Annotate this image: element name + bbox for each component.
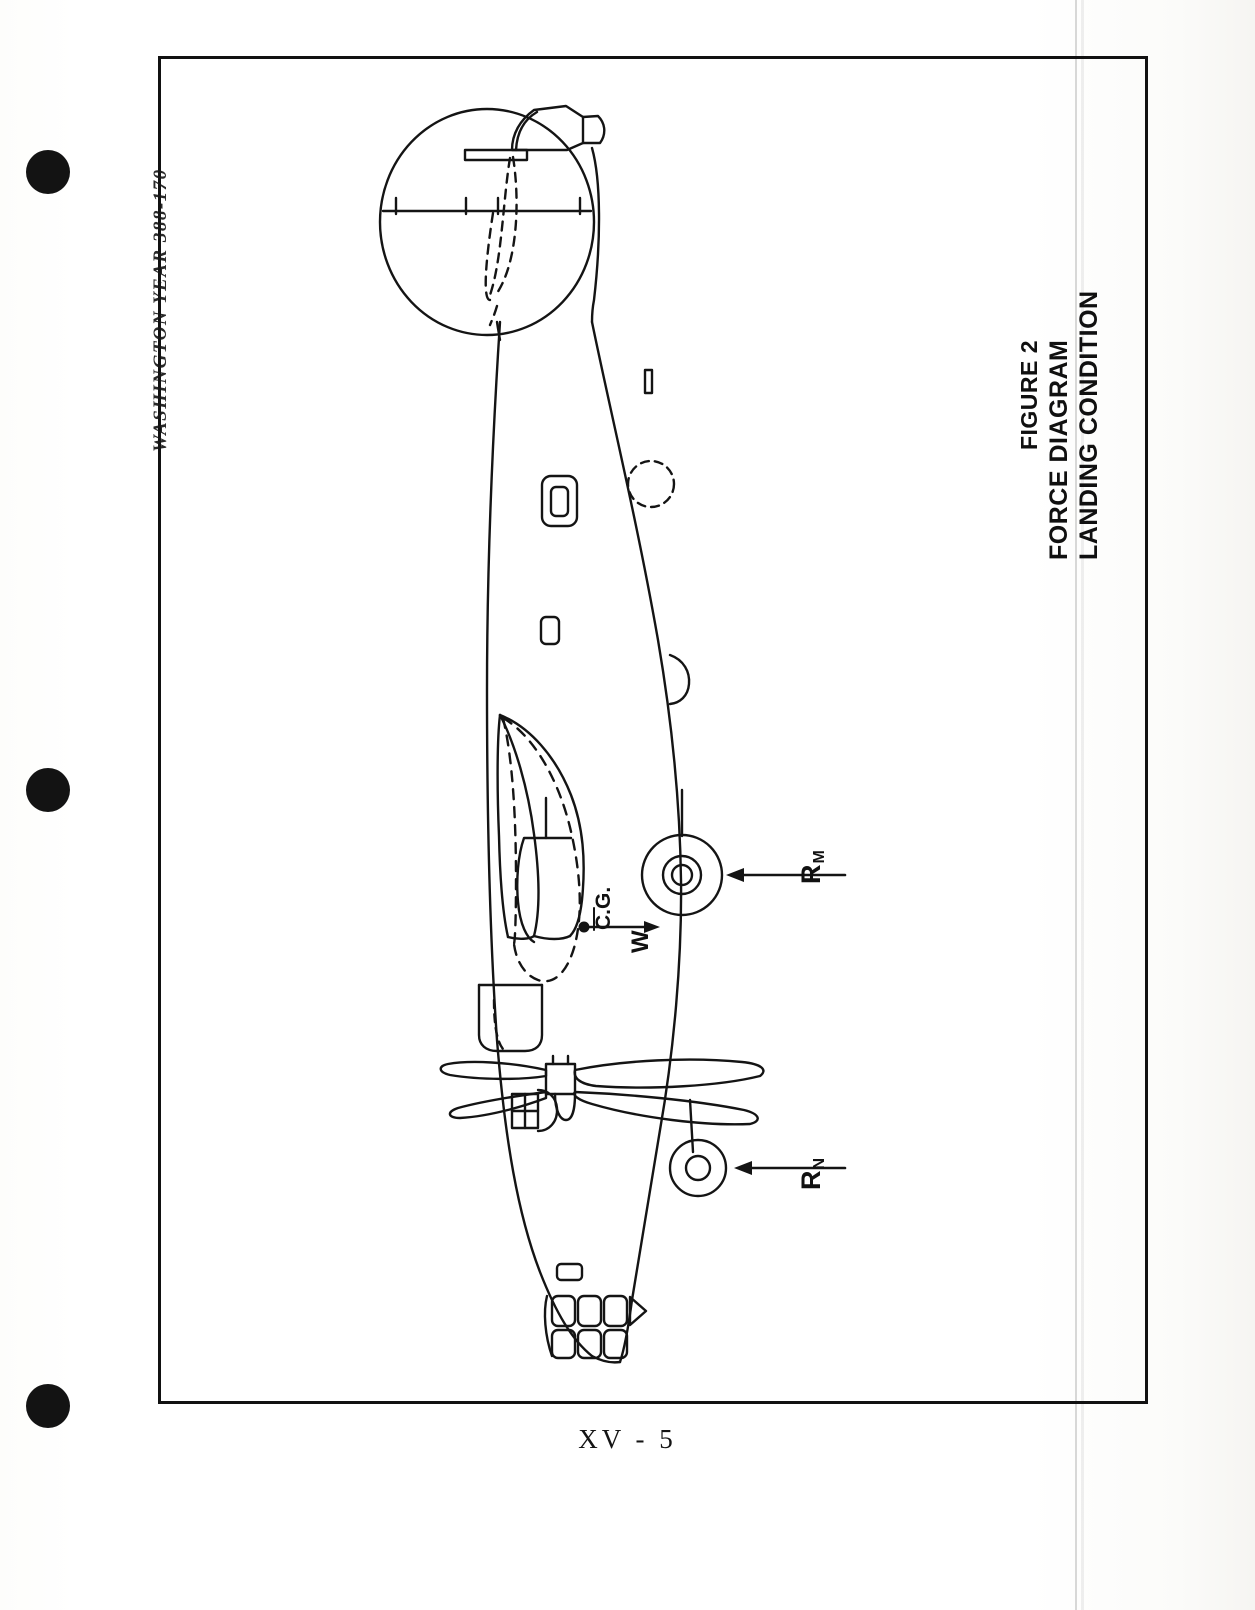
- scan-seam-line: [1075, 0, 1077, 1610]
- label-center-of-gravity: C.G.: [592, 887, 616, 930]
- force-label-reaction-main: RM: [796, 850, 829, 884]
- force-label-rn-base: R: [796, 1170, 826, 1191]
- figure-title-line-1: FORCE DIAGRAM: [1045, 339, 1074, 560]
- force-label-rn-sub: N: [811, 1157, 829, 1170]
- figure-title-line-2: LANDING CONDITION: [1074, 290, 1103, 560]
- force-label-reaction-nose: RN: [796, 1158, 829, 1190]
- handwritten-margin-note: WASHINGTON YEAR 388-170: [150, 168, 171, 452]
- figure-number: FIGURE 2: [1016, 339, 1042, 451]
- binder-punch-hole: [26, 768, 70, 812]
- diagram-frame-border: [158, 56, 1148, 1404]
- force-label-weight: W: [627, 930, 654, 953]
- binder-punch-hole: [26, 150, 70, 194]
- label-cg-text: C.G.: [592, 886, 615, 930]
- force-label-rm-base: R: [796, 864, 826, 885]
- force-label-rm-sub: M: [811, 850, 829, 864]
- page-number: XV - 5: [578, 1424, 677, 1454]
- binder-punch-hole: [26, 1384, 70, 1428]
- figure-caption: FIGURE 2 FORCE DIAGRAM LANDING CONDITION: [1016, 230, 1104, 560]
- scan-seam-line-secondary: [1081, 0, 1084, 1610]
